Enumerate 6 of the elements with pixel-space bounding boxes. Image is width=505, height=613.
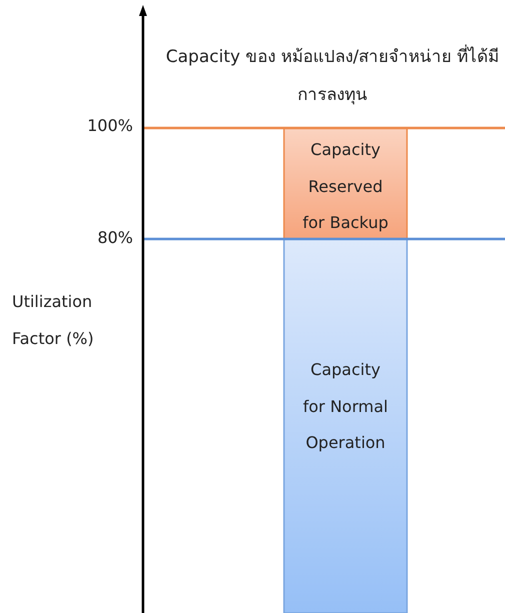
bar-label: Capacity for Normal Operation: [302, 359, 389, 454]
chart-title: Capacity ของ หม้อแปลง/สายจำหน่าย ที่ได้มีการลงทุน: [160, 38, 505, 114]
axis-title: Utilization Factor (%): [12, 291, 95, 350]
bar-label: Capacity Reserved for Backup: [302, 139, 390, 234]
axis-tick-label: 80%: [97, 228, 133, 247]
axis-tick-label: 100%: [87, 116, 133, 135]
